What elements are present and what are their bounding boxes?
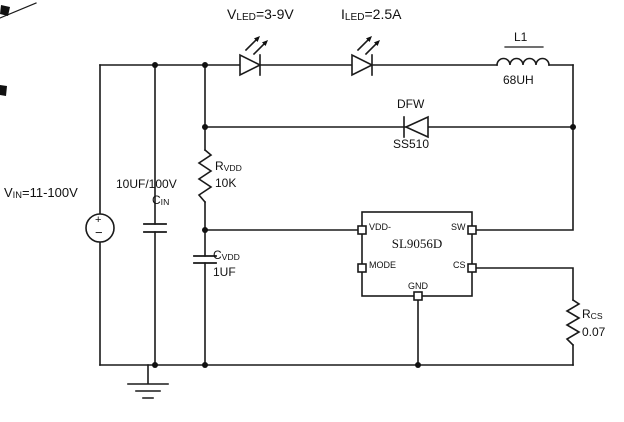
- resistor-rvdd: [197, 148, 213, 204]
- cvdd-name-label: CVDD: [213, 248, 240, 263]
- ic-pad-mode: [357, 263, 367, 273]
- led-1: [239, 53, 262, 77]
- l1-value-label: 68UH: [503, 73, 534, 87]
- ic-part-label: SL9056D: [391, 236, 443, 251]
- rcs-name-sub: CS: [590, 311, 603, 322]
- rcs-name-label: RCS: [582, 307, 603, 322]
- cin-name-sub: IN: [160, 197, 170, 208]
- ic-pin-label-gnd: GND: [408, 281, 428, 291]
- rvdd-value-label: 10K: [215, 176, 237, 190]
- cvdd-name-prefix: C: [213, 248, 222, 262]
- led-2: [351, 53, 374, 77]
- junction-dot: [415, 362, 421, 368]
- junction-dots: [152, 62, 576, 368]
- junction-dot: [202, 124, 208, 130]
- iled-label-sub: LED: [344, 12, 365, 24]
- capacitor-cin: [143, 223, 167, 233]
- vled-label: VLED=3-9V: [227, 6, 294, 24]
- vin-label-prefix: V: [4, 185, 13, 200]
- iled-label-value: =2.5A: [364, 6, 402, 22]
- rvdd-name-label: RVDD: [215, 159, 242, 174]
- vin-label-sub: IN: [12, 190, 23, 201]
- junction-dot: [570, 124, 576, 130]
- cvdd-name-sub: VDD: [221, 252, 240, 263]
- led-2-light-arrow: [364, 40, 380, 56]
- cin-name-prefix: C: [152, 193, 161, 207]
- ic-pad-sw: [467, 225, 477, 235]
- junction-dot: [152, 62, 158, 68]
- ic-body: [361, 211, 473, 297]
- vled-label-value: =3-9V: [255, 6, 294, 22]
- junction-dot: [202, 362, 208, 368]
- inductor-l1: [496, 57, 550, 66]
- ic-pin-label-mode: MODE: [369, 260, 396, 270]
- wire-right-rail-sw: [471, 64, 574, 231]
- source-minus-sign: −: [95, 225, 103, 240]
- wire-cs-rcs: [471, 267, 574, 366]
- l1-name-label: L1: [514, 30, 528, 44]
- rcs-value-label: 0.07: [582, 325, 606, 339]
- voltage-source-symbol: [85, 213, 115, 243]
- junction-dot: [202, 227, 208, 233]
- vled-label-prefix: V: [227, 6, 237, 22]
- ground-symbol: [127, 364, 169, 399]
- ic-pad-gnd: [413, 291, 423, 301]
- iled-label-prefix: I: [341, 6, 345, 22]
- ic-pin-label-cs: CS: [453, 260, 466, 270]
- rvdd-name-sub: VDD: [223, 163, 242, 174]
- scan-artifact-mark: [0, 85, 7, 96]
- dfw-part-label: SS510: [393, 137, 430, 151]
- diode-dfw: [404, 115, 429, 139]
- led-1-light-arrow: [252, 40, 268, 56]
- ic-pin-label-sw: SW: [451, 222, 466, 232]
- scan-artifact-mark: [0, 5, 10, 16]
- cvdd-value-label: 1UF: [213, 265, 236, 279]
- source-plus-sign: +: [95, 214, 102, 226]
- dfw-name-label: DFW: [397, 97, 425, 111]
- junction-dot: [152, 362, 158, 368]
- resistor-rcs: [565, 298, 581, 347]
- rcs-name-prefix: R: [582, 307, 591, 321]
- junction-dot: [202, 62, 208, 68]
- cin-value-label: 10UF/100V: [116, 177, 177, 191]
- vled-label-sub: LED: [236, 12, 256, 24]
- cin-name-label: CIN: [152, 193, 170, 208]
- vin-label: VIN=11-100V: [4, 185, 78, 201]
- ic-pad-cs: [467, 263, 477, 273]
- ic-pad-vdd: [357, 225, 367, 235]
- led-2-light-arrow: [356, 36, 372, 52]
- rvdd-name-prefix: R: [215, 159, 224, 173]
- capacitor-cvdd: [193, 255, 217, 264]
- ic-pin-label-vdd: VDD-: [369, 222, 391, 232]
- vin-label-value: =11-100V: [22, 185, 78, 200]
- led-1-light-arrow: [244, 36, 260, 52]
- iled-label: ILED=2.5A: [341, 6, 402, 24]
